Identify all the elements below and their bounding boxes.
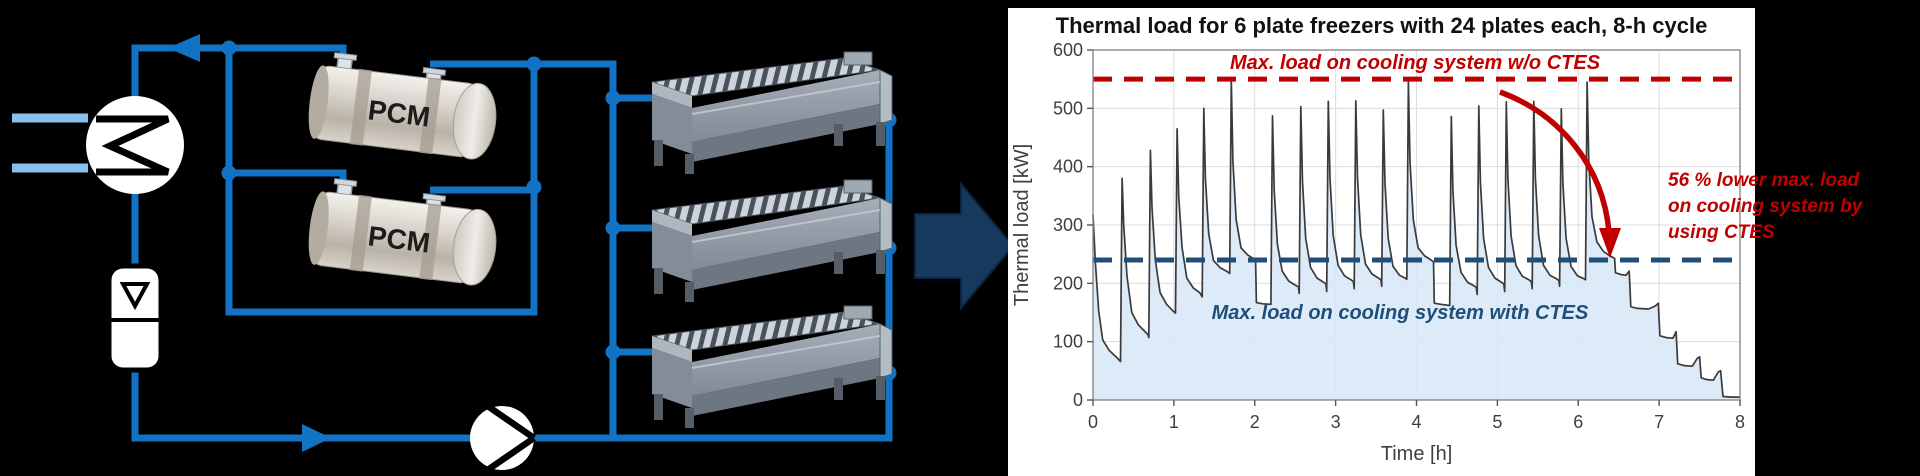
annotation-line-2: on cooling system by <box>1668 196 1863 218</box>
annotation-arrow-curve <box>1499 89 1612 233</box>
chart-title: Thermal load for 6 plate freezers with 2… <box>1055 13 1708 38</box>
pcm-tank-1: PCM <box>304 49 503 163</box>
pump-icon <box>470 404 536 472</box>
y-tick-label: 400 <box>1053 157 1083 177</box>
pcm-tank-2: PCM <box>304 175 503 289</box>
x-axis-label: Time [h] <box>1381 443 1453 465</box>
y-axis-label: Thermal load [kW] <box>1011 144 1033 306</box>
y-tick-label: 100 <box>1053 332 1083 352</box>
pcm-tank-1-label: PCM <box>366 94 432 132</box>
x-tick-label: 8 <box>1735 412 1745 432</box>
result-arrow-icon <box>914 181 1008 311</box>
x-tick-label: 2 <box>1250 412 1260 432</box>
flow-arrow-right-icon <box>302 424 331 452</box>
y-tick-label: 300 <box>1053 215 1083 235</box>
annotation-arrow-head-icon <box>1599 228 1621 258</box>
y-tick-label: 600 <box>1053 40 1083 60</box>
y-tick-label: 200 <box>1053 273 1083 293</box>
x-tick-label: 0 <box>1088 412 1098 432</box>
y-tick-label: 0 <box>1073 390 1083 410</box>
series-line <box>1092 79 1740 398</box>
annotation-line-1: 56 % lower max. load <box>1668 170 1860 191</box>
x-tick-label: 6 <box>1573 412 1583 432</box>
pcm-tank-2-label: PCM <box>366 220 432 258</box>
annotation-line-3: using CTES <box>1668 222 1775 244</box>
x-tick-label: 5 <box>1492 412 1502 432</box>
plate-freezer-2 <box>651 179 893 303</box>
x-tick-label: 4 <box>1411 412 1421 432</box>
system-diagram: PCM PCM <box>12 34 1008 472</box>
x-tick-label: 7 <box>1654 412 1664 432</box>
refrigerant-lines <box>12 113 88 173</box>
hline-label-with-ctes: Max. load on cooling system with CTES <box>1211 302 1589 324</box>
expansion-valve-icon <box>106 263 164 373</box>
pipe-tank2-left <box>229 169 347 186</box>
y-tick-label: 500 <box>1053 98 1083 118</box>
flow-arrow-left-icon <box>168 34 200 62</box>
x-tick-label: 3 <box>1331 412 1341 432</box>
plate-freezer-3 <box>651 305 893 429</box>
plate-freezer-1 <box>651 51 893 175</box>
pipe-tank1-to-freezer-header <box>430 60 617 441</box>
hline-label-wo-ctes: Max. load on cooling system w/o CTES <box>1229 52 1601 74</box>
heat-exchanger-icon <box>86 96 184 194</box>
x-tick-label: 1 <box>1169 412 1179 432</box>
annotation-56-percent: 56 % lower max. load on cooling system b… <box>1668 168 1918 247</box>
